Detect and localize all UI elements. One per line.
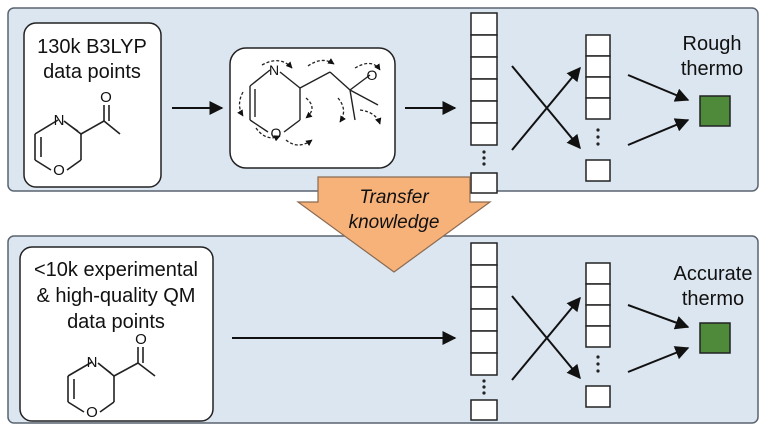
bottom-cross-arrow-up [511, 296, 581, 381]
transfer-knowledge-arrow: Transfer knowledge [296, 176, 492, 273]
bottom-output-label-line-1: Accurate [674, 263, 753, 285]
top-output-label-line-2: thermo [681, 58, 743, 80]
top-hidden-to-output-arrow-1 [627, 74, 690, 102]
top-input-label-line-1: 130k B3LYP [37, 36, 147, 58]
top-input-layer [470, 12, 498, 194]
bottom-cross-arrow-down [511, 295, 581, 380]
top-hidden-layer [585, 34, 611, 182]
top-input-label-line-2: data points [43, 61, 141, 83]
top-output-label-line-1: Rough [683, 33, 742, 55]
bottom-input-label-line-3: data points [67, 311, 165, 333]
bottom-output-square [699, 322, 731, 354]
bottom-hidden-to-output-arrow-1 [627, 304, 690, 330]
top-output-square [699, 95, 731, 127]
graph-carbonyl-o: O [367, 67, 378, 83]
top-hidden-to-output-arrow-2 [627, 118, 690, 146]
graph-ring-o: O [271, 125, 282, 141]
bottom-hidden-layer [585, 262, 611, 408]
transfer-label-line-2: knowledge [349, 212, 440, 233]
bottom-hidden-layer-ellipsis [596, 355, 600, 373]
top-input-layer-ellipsis [482, 150, 486, 166]
top-molecule-carbonyl-o: O [100, 89, 112, 106]
top-molecule-ring-n: N [54, 112, 65, 129]
bottom-molecule-ring-n: N [87, 354, 98, 371]
bottom-input-box: <10k experimental & high-quality QM data… [19, 246, 214, 422]
top-input-molecule [34, 105, 121, 171]
bottom-panel: <10k experimental & high-quality QM data… [7, 235, 759, 424]
bottom-input-layer-ellipsis [482, 379, 486, 395]
top-panel: 130k B3LYP data points N O O [7, 7, 759, 194]
bottom-molecule-carbonyl-o: O [135, 331, 147, 348]
bottom-hidden-to-output-arrow-2 [627, 346, 690, 373]
top-input-box: 130k B3LYP data points N O O [23, 22, 162, 188]
bottom-molecule-ring-o: O [86, 404, 98, 421]
bottom-output-label-line-2: thermo [682, 288, 744, 310]
bottom-input-layer [470, 242, 498, 421]
top-molecule-ring-o: O [53, 162, 65, 179]
molecular-graph-box: N O O [229, 47, 396, 169]
top-cross-arrow-down [511, 65, 581, 150]
top-cross-arrow-up [511, 66, 581, 151]
bottom-input-molecule [67, 347, 156, 413]
transfer-label-line-1: Transfer [359, 187, 429, 208]
top-hidden-layer-ellipsis [596, 128, 600, 146]
bottom-input-label-line-2: & high-quality QM [37, 285, 196, 307]
graph-ring-n: N [269, 62, 279, 78]
bottom-input-label-line-1: <10k experimental [34, 259, 198, 281]
